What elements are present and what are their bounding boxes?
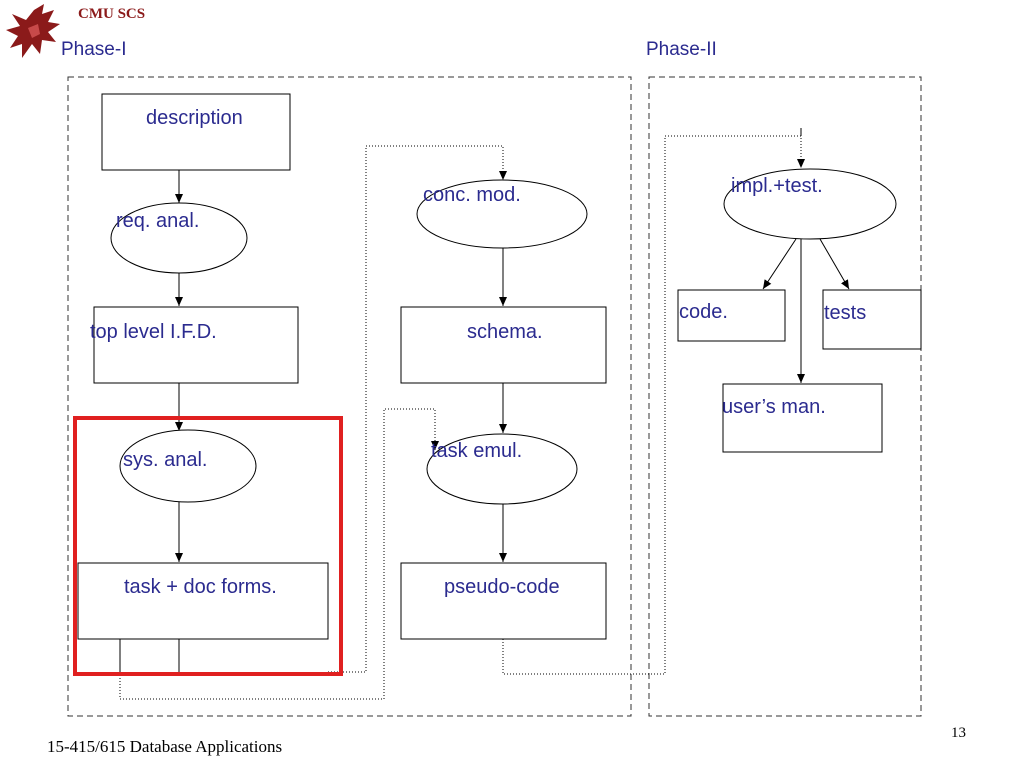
req-anal-label: req. anal.	[116, 210, 200, 232]
arrow-impl-to-code	[762, 238, 797, 290]
task-emul-label: task emul.	[431, 440, 523, 462]
phase-2-boundary	[648, 76, 922, 717]
org-name: CMU SCS	[78, 6, 146, 22]
task-doc-forms-box	[77, 562, 329, 640]
conc-mod-label: conc. mod.	[423, 184, 521, 206]
tests-label: tests	[824, 302, 867, 324]
connector-to-task-emul	[119, 408, 439, 700]
phase-2-title: Phase-II	[646, 39, 717, 60]
arrow-impl-to-tests	[819, 238, 850, 290]
task-emul-ellipse	[426, 433, 578, 505]
top-level-ifd-box	[93, 306, 299, 384]
griffin-logo-icon	[6, 4, 60, 58]
page-number: 13	[951, 725, 966, 741]
sys-anal-ellipse	[119, 429, 257, 503]
task-doc-forms-label: task + doc forms.	[124, 576, 277, 598]
highlight-box	[73, 416, 343, 676]
connector-to-impl-test	[502, 135, 805, 675]
phase-1-title: Phase-I	[61, 39, 127, 60]
impl-test-label: impl.+test.	[731, 175, 823, 197]
code-label: code.	[679, 301, 728, 323]
schema-box	[400, 306, 607, 384]
sys-anal-label: sys. anal.	[123, 449, 208, 471]
course-footer: 15-415/615 Database Applications	[47, 737, 283, 756]
phase-1-boundary	[67, 76, 632, 717]
connector-to-conc-mod	[328, 145, 507, 673]
impl-test-ellipse	[723, 168, 897, 240]
description-label: description	[146, 107, 243, 129]
users-man-box	[722, 383, 883, 453]
description-box	[101, 93, 291, 171]
pseudo-code-box	[400, 562, 607, 640]
users-man-label: user’s man.	[722, 396, 826, 418]
schema-label: schema.	[467, 321, 543, 343]
tests-box	[822, 289, 922, 350]
pseudo-code-label: pseudo-code	[444, 576, 560, 598]
code-box	[677, 289, 786, 342]
top-level-ifd-label: top level I.F.D.	[90, 321, 217, 343]
conc-mod-ellipse	[416, 179, 588, 249]
